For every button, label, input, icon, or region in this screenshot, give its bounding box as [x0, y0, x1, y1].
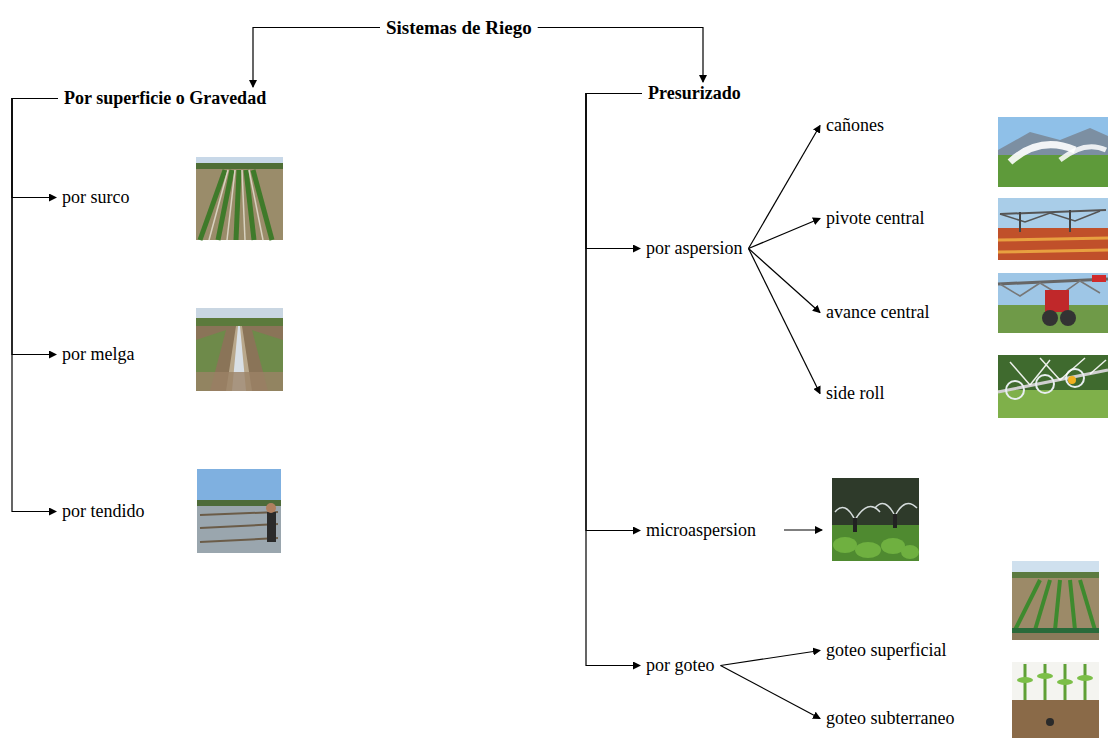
connector-arrow — [538, 28, 703, 83]
node-text: goteo subterraneo — [826, 708, 954, 728]
connector-arrow — [12, 99, 58, 198]
connector-arrow — [586, 94, 642, 666]
linear-move-photo — [998, 273, 1108, 333]
type-label: side roll — [820, 382, 891, 405]
connector-arrow — [586, 94, 642, 249]
node-text: por goteo — [646, 655, 714, 675]
connector-arrow — [749, 249, 821, 394]
connector-arrow — [721, 666, 821, 719]
photo-pointer-arrow — [784, 529, 822, 530]
method-label: por melga — [56, 343, 140, 366]
type-label: pivote central — [820, 207, 930, 230]
center-pivot-photo — [998, 198, 1108, 260]
method-label: por surco — [56, 186, 135, 209]
node-text: avance central — [826, 302, 929, 322]
node-text: pivote central — [826, 208, 924, 228]
connector-arrow — [749, 219, 821, 249]
type-label: avance central — [820, 301, 935, 324]
type-label: goteo superficial — [820, 639, 952, 662]
connector-arrow — [586, 94, 642, 531]
surface-drip-photo — [1012, 561, 1099, 640]
border-basin-photo — [196, 308, 283, 391]
node-text: cañones — [826, 115, 884, 135]
node-text: side roll — [826, 383, 885, 403]
node-text: Presurizado — [648, 83, 741, 103]
method-label: por tendido — [56, 500, 151, 523]
flood-photo — [197, 469, 281, 553]
node-text: goteo superficial — [826, 640, 946, 660]
category-heading: Presurizado — [642, 82, 747, 105]
node-text: por aspersion — [646, 238, 742, 258]
connector-arrow — [721, 651, 821, 666]
node-text: microaspersion — [646, 520, 756, 540]
connector-arrow — [12, 99, 58, 355]
connector-arrow — [749, 126, 821, 249]
side-roll-photo — [998, 355, 1108, 418]
root-heading: Sistemas de Riego — [380, 16, 538, 39]
micro-sprinkler-photo — [832, 478, 919, 561]
category-heading: Por superficie o Gravedad — [58, 87, 272, 110]
furrow-photo — [196, 157, 283, 240]
subsurface-drip-photo — [1012, 662, 1099, 738]
method-label: por goteo — [640, 654, 720, 677]
type-label: cañones — [820, 114, 890, 137]
node-text: por surco — [62, 187, 129, 207]
node-text: Sistemas de Riego — [386, 17, 532, 38]
node-text: por melga — [62, 344, 134, 364]
type-label: goteo subterraneo — [820, 707, 960, 730]
rain-gun-photo — [998, 117, 1108, 187]
connector-arrow — [749, 249, 821, 313]
connector-arrow — [253, 28, 380, 88]
method-label: por aspersion — [640, 237, 748, 260]
method-label: microaspersion — [640, 519, 762, 542]
connector-arrow — [12, 99, 58, 512]
node-text: por tendido — [62, 501, 145, 521]
node-text: Por superficie o Gravedad — [64, 88, 266, 108]
